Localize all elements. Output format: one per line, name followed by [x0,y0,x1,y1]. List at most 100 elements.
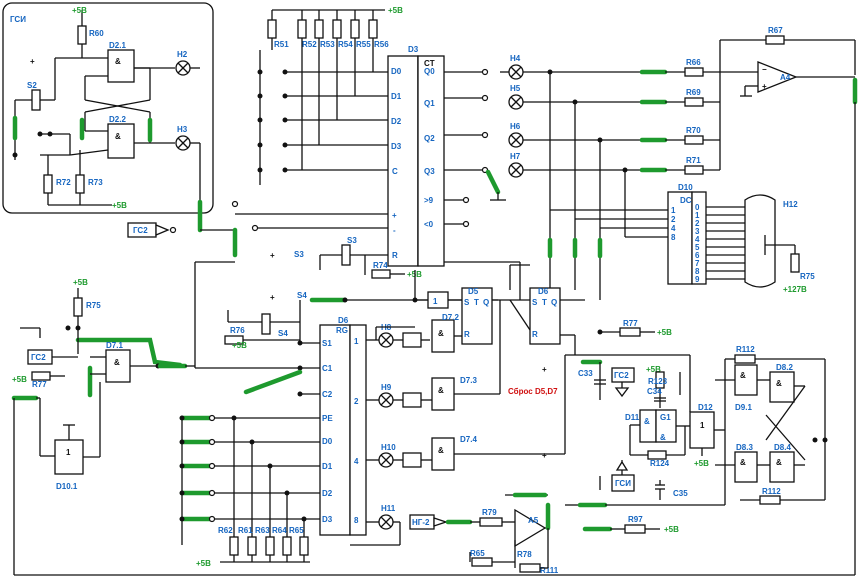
resistor-ladder-bottom [229,536,309,556]
svg-text:+: + [270,293,275,302]
resistor-r67 [765,35,785,45]
svg-text:8: 8 [354,516,359,525]
resistor-r112 [519,563,541,573]
svg-text:R62: R62 [218,526,233,535]
gate-d12 [689,411,715,449]
buffer-h8 [402,332,422,348]
svg-text:НГ-2: НГ-2 [412,518,430,527]
switch-s2[interactable] [31,89,41,111]
svg-text:R54: R54 [338,40,353,49]
svg-text:D2.1: D2.1 [109,41,126,50]
buffer-h10 [402,452,422,468]
svg-text:S4: S4 [297,291,307,300]
svg-text:H4: H4 [510,54,521,63]
svg-text:D3: D3 [408,45,419,54]
svg-text:R77: R77 [623,319,638,328]
resistor-r73 [75,174,85,194]
svg-text:5: 5 [695,243,700,252]
switch-s4[interactable] [261,313,271,335]
svg-text:S: S [532,298,538,307]
svg-text:7: 7 [695,259,700,268]
svg-text:R79: R79 [482,508,497,517]
switch-s3[interactable] [341,244,351,266]
svg-text:3: 3 [695,227,700,236]
svg-text:H7: H7 [510,152,521,161]
svg-text:H3: H3 [177,125,188,134]
svg-text:R77: R77 [32,380,47,389]
chip-d6-register [319,324,351,536]
svg-text:D3: D3 [391,142,402,151]
svg-text:+5В: +5В [232,341,247,350]
svg-text:S1: S1 [322,339,332,348]
svg-text:D7.1: D7.1 [106,341,123,350]
svg-text:R64: R64 [272,526,287,535]
svg-text:&: & [438,446,444,455]
svg-text:D12: D12 [698,403,713,412]
svg-text:&: & [740,371,746,380]
svg-text:R55: R55 [356,40,371,49]
svg-text:S: S [464,298,470,307]
svg-text:RG: RG [336,326,348,335]
d10-output-pins: 0 1 2 3 4 5 6 7 8 9 [695,203,700,284]
svg-text:<0: <0 [424,220,434,229]
svg-text:2: 2 [671,215,676,224]
svg-text:+5В: +5В [646,365,661,374]
source-gs2-right [611,367,635,383]
svg-text:Q1: Q1 [424,99,435,108]
resistor-r79 [619,327,641,337]
svg-text:1: 1 [354,337,359,346]
svg-text:C2: C2 [322,390,333,399]
svg-text:&: & [115,57,121,66]
chip-d3-counter [387,55,419,267]
svg-text:G1: G1 [660,413,671,422]
svg-text:ГСИ: ГСИ [615,479,631,488]
resistor-r71 [684,165,704,175]
svg-text:&: & [115,132,121,141]
svg-text:D11: D11 [625,413,640,422]
gate-d8-1 [734,364,758,396]
svg-text:D10.1: D10.1 [56,482,78,491]
gsi-frame-label: ГСИ [10,15,26,24]
svg-text:ГС2: ГС2 [133,226,148,235]
resistor-r124 [759,495,781,505]
svg-text:R56: R56 [374,40,389,49]
chip-d10-decoder [667,191,693,285]
indicator-h12 [744,194,776,288]
buffer-h9 [402,392,422,408]
svg-text:Q0: Q0 [424,67,435,76]
svg-text:D2: D2 [391,117,402,126]
svg-text:R65: R65 [289,526,304,535]
svg-text:R78: R78 [517,550,532,559]
svg-text:>9: >9 [424,196,434,205]
chip-d5 [461,287,493,345]
svg-text:R61: R61 [238,526,253,535]
svg-text:A5: A5 [528,516,539,525]
svg-text:R97: R97 [628,515,643,524]
svg-text:R112: R112 [736,345,755,354]
svg-text:C: C [392,167,398,176]
svg-text:R76: R76 [230,326,245,335]
svg-text:1: 1 [433,297,438,306]
svg-text:&: & [776,379,782,388]
gate-d2-2 [107,123,135,159]
resistor-r69 [684,97,704,107]
svg-text:D9.1: D9.1 [735,403,752,412]
source-gsi-lower [611,474,635,492]
reset-note: Сброс D5,D7 [508,387,558,396]
svg-text:+: + [542,365,547,374]
svg-text:S3: S3 [347,236,357,245]
svg-text:R52: R52 [302,40,317,49]
resistor-r72 [43,174,53,194]
svg-text:R69: R69 [686,88,701,97]
svg-text:4: 4 [695,235,700,244]
svg-text:+5В: +5В [112,201,127,210]
svg-text:R75: R75 [800,272,815,281]
svg-text:+5В: +5В [73,278,88,287]
svg-text:A4: A4 [780,73,791,82]
svg-text:R111: R111 [540,566,559,575]
svg-text:D8.3: D8.3 [736,443,753,452]
svg-text:H9: H9 [381,383,392,392]
svg-text:R51: R51 [274,40,289,49]
svg-text:+5В: +5В [388,6,403,15]
